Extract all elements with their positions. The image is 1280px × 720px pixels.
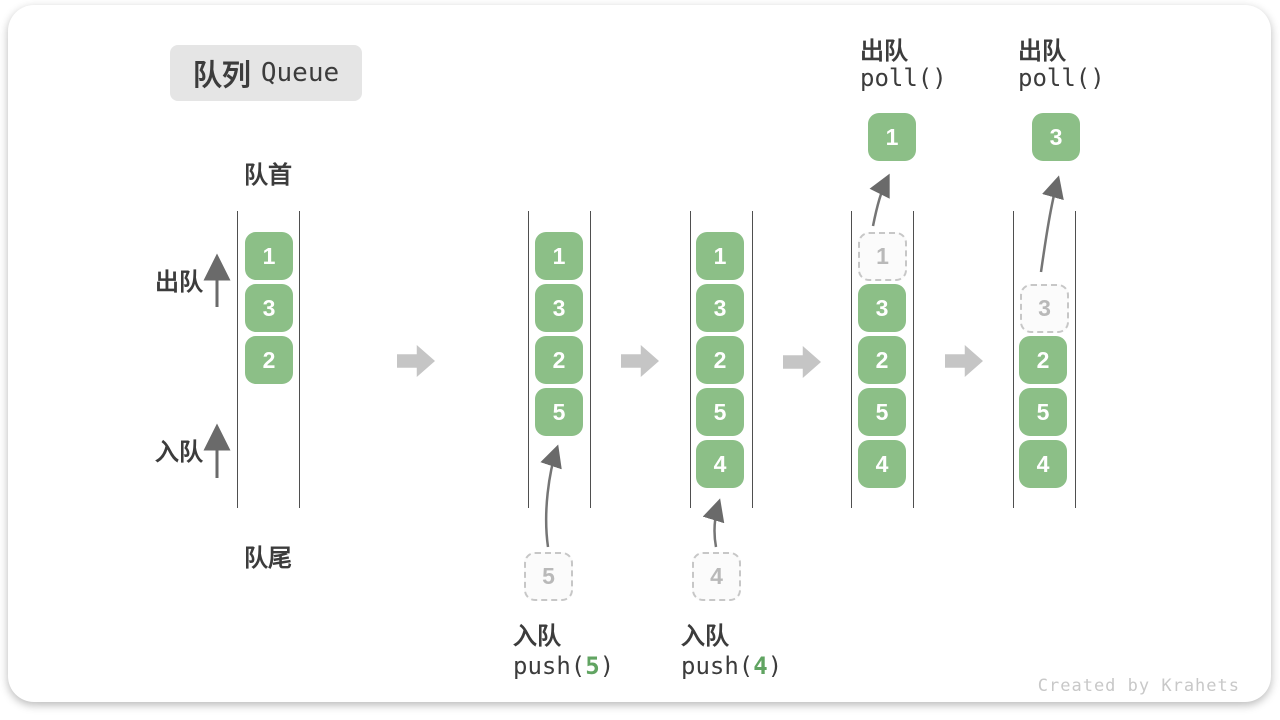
op-enqueue-1-label: 入队 [513,623,561,650]
label-dequeue-side: 出队 [155,269,203,296]
queue-item: 2 [1019,336,1067,384]
queue-channel-1 [237,211,300,508]
op-enqueue-1-code: push(5) [513,652,614,680]
op-dequeue-1-code: poll() [860,64,947,92]
queue-item: 3 [696,284,744,332]
label-queue-rear: 队尾 [244,545,292,572]
label-queue-front: 队首 [244,162,292,189]
queue-item: 4 [858,440,906,488]
removed-item-ghost-3: 3 [1020,284,1069,333]
queue-item: 5 [1019,388,1067,436]
queue-item: 2 [696,336,744,384]
op-dequeue-2-code: poll() [1018,64,1105,92]
dequeued-item-3: 3 [1032,113,1080,161]
queue-channel-5 [1013,211,1076,508]
incoming-item-ghost-5: 5 [524,552,573,601]
title-en: Queue [260,58,340,88]
queue-item: 1 [696,232,744,280]
title-badge: 队列 Queue [170,45,362,101]
queue-item: 5 [535,388,583,436]
queue-channel-2 [528,211,591,508]
push-close-paren: ) [599,652,615,680]
queue-item: 5 [858,388,906,436]
watermark: Created by Krahets [1037,676,1240,696]
incoming-item-ghost-4: 4 [692,552,741,601]
diagram-card [8,5,1271,702]
queue-item: 3 [535,284,583,332]
push-close-paren: ) [767,652,783,680]
push-fn-text: push( [513,652,586,680]
removed-item-ghost-1: 1 [858,232,907,281]
queue-item: 2 [535,336,583,384]
queue-item: 2 [858,336,906,384]
queue-item: 3 [245,284,293,332]
queue-item: 2 [245,336,293,384]
dequeued-item-1: 1 [868,113,916,161]
queue-item: 5 [696,388,744,436]
queue-item: 3 [858,284,906,332]
queue-item: 4 [696,440,744,488]
push-fn-text: push( [681,652,754,680]
op-dequeue-1-label: 出队 [860,38,908,65]
op-enqueue-2-code: push(4) [681,652,782,680]
push-arg-4: 4 [753,652,768,680]
queue-channel-4 [851,211,914,508]
op-enqueue-2-label: 入队 [681,623,729,650]
queue-channel-3 [690,211,753,508]
label-enqueue-side: 入队 [155,439,203,466]
queue-item: 1 [535,232,583,280]
push-arg-5: 5 [585,652,600,680]
op-dequeue-2-label: 出队 [1018,38,1066,65]
queue-item: 4 [1019,440,1067,488]
queue-item: 1 [245,232,293,280]
title-zh: 队列 [192,60,251,92]
